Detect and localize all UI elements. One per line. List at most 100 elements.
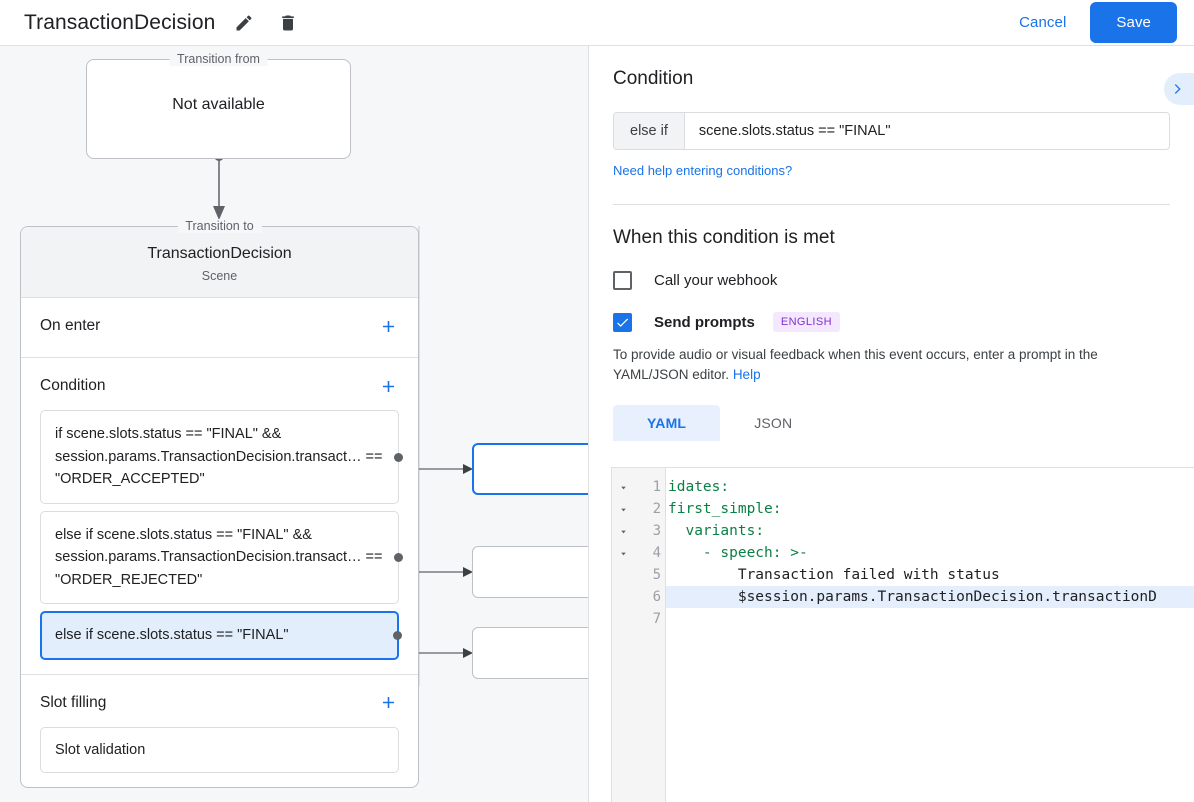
condition-text-2: else if scene.slots.status == "FINAL" &&… bbox=[55, 526, 383, 588]
gutter-row: 2 bbox=[612, 498, 665, 520]
condition-list-item-1[interactable]: if scene.slots.status == "FINAL" && sess… bbox=[40, 410, 403, 504]
yaml-value-token: Transaction failed with status bbox=[737, 567, 1000, 583]
section-header-on-enter: On enter bbox=[21, 298, 418, 343]
condition-text-1: if scene.slots.status == "FINAL" && sess… bbox=[55, 426, 383, 487]
section-title-on-enter: On enter bbox=[40, 317, 101, 334]
code-line[interactable]: Transaction failed with status bbox=[666, 564, 1194, 586]
pencil-icon[interactable] bbox=[229, 8, 259, 38]
scene-card: Transition to TransactionDecision Scene … bbox=[20, 219, 419, 788]
condition-connector-dot-1 bbox=[394, 452, 403, 462]
condition-text-3: else if scene.slots.status == "FINAL" bbox=[55, 627, 289, 643]
scene-header: Transition to TransactionDecision Scene bbox=[21, 219, 418, 298]
tab-json[interactable]: JSON bbox=[754, 415, 793, 431]
yaml-punct-token: : bbox=[720, 479, 730, 495]
fold-triangle-icon[interactable] bbox=[612, 504, 634, 515]
condition-list-item-3[interactable]: else if scene.slots.status == "FINAL" bbox=[40, 611, 402, 660]
fold-triangle-icon[interactable] bbox=[612, 526, 634, 537]
code-line[interactable]: variants: bbox=[666, 520, 1194, 542]
top-bar: TransactionDecision Cancel Save bbox=[0, 0, 1194, 46]
plus-icon-slot-filling[interactable] bbox=[377, 692, 399, 714]
condition-input-row[interactable]: else if scene.slots.status == "FINAL" bbox=[613, 112, 1170, 150]
yaml-punct-token: : >- bbox=[772, 545, 808, 561]
transition-from-legend: Transition from bbox=[169, 52, 268, 66]
fold-triangle-icon[interactable] bbox=[612, 482, 634, 493]
language-badge: ENGLISH bbox=[772, 312, 840, 332]
chevron-right-icon[interactable] bbox=[1164, 73, 1194, 105]
line-number: 4 bbox=[652, 545, 661, 561]
gutter-row: 1 bbox=[612, 476, 665, 498]
line-number: 6 bbox=[652, 589, 661, 605]
send-prompts-row: Send prompts ENGLISH bbox=[613, 312, 1170, 332]
plus-icon-condition[interactable] bbox=[377, 375, 399, 397]
gutter-row: 5 bbox=[612, 564, 665, 586]
scene-subtitle: Scene bbox=[201, 269, 238, 283]
condition-connector-dot-3 bbox=[393, 631, 402, 641]
section-title-condition: Condition bbox=[40, 377, 106, 394]
yaml-key-token: variants bbox=[685, 523, 756, 539]
webhook-row: Call your webhook bbox=[613, 271, 1170, 290]
section-header-slot-filling: Slot filling bbox=[21, 675, 418, 720]
plus-icon-on-enter[interactable] bbox=[377, 315, 399, 337]
page-title: TransactionDecision bbox=[24, 11, 216, 34]
prompts-help-link[interactable]: Help bbox=[732, 367, 761, 382]
send-prompts-checkbox[interactable] bbox=[613, 312, 632, 332]
tab-yaml[interactable]: YAML bbox=[613, 405, 721, 441]
section-title-slot-filling: Slot filling bbox=[40, 693, 107, 711]
condition-expression-input[interactable]: scene.slots.status == "FINAL" bbox=[698, 123, 891, 139]
prompts-description-text: To provide audio or visual feedback when… bbox=[613, 347, 1098, 382]
section-condition: Condition if scene.slots.status == "FINA… bbox=[21, 358, 418, 675]
line-number: 5 bbox=[652, 567, 661, 583]
transition-target-box-1[interactable] bbox=[472, 443, 588, 495]
transition-target-box-2[interactable] bbox=[472, 546, 588, 598]
condition-panel-title: Condition bbox=[613, 68, 694, 89]
editor-code-area[interactable]: idates:first_simple: variants: - speech:… bbox=[666, 468, 1194, 802]
code-line[interactable]: - speech: >- bbox=[666, 542, 1194, 564]
when-condition-met-heading: When this condition is met bbox=[613, 227, 835, 248]
editor-format-tabs: YAML JSON bbox=[613, 405, 1170, 441]
editor-gutter: 1 2 3 4 5 6 7 bbox=[612, 468, 666, 802]
gutter-row: 6 bbox=[612, 586, 665, 608]
when-condition-met-section: When this condition is met Call your web… bbox=[589, 205, 1194, 441]
code-line[interactable] bbox=[666, 608, 1194, 630]
yaml-key-token: first_simple bbox=[668, 501, 773, 517]
scene-graph-canvas[interactable]: Transition from Not available Transition… bbox=[0, 46, 588, 802]
transition-from-box: Transition from Not available bbox=[86, 52, 351, 159]
condition-list-item-2[interactable]: else if scene.slots.status == "FINAL" &&… bbox=[40, 510, 403, 604]
save-button[interactable]: Save bbox=[1090, 2, 1177, 43]
condition-connector-dot-2 bbox=[394, 553, 403, 563]
gutter-row: 4 bbox=[612, 542, 665, 564]
fold-triangle-icon[interactable] bbox=[612, 548, 634, 559]
yaml-value-token: $session.params.TransactionDecision.tran… bbox=[737, 589, 1157, 605]
scene-name: TransactionDecision bbox=[147, 245, 292, 262]
line-number: 1 bbox=[652, 479, 661, 495]
line-number: 2 bbox=[652, 501, 661, 517]
prompts-description: To provide audio or visual feedback when… bbox=[613, 345, 1169, 385]
condition-section: Condition else if scene.slots.status == … bbox=[589, 46, 1194, 205]
line-number: 3 bbox=[652, 523, 661, 539]
gutter-row: 3 bbox=[612, 520, 665, 542]
cancel-button[interactable]: Cancel bbox=[1005, 6, 1080, 39]
line-number: 7 bbox=[652, 611, 661, 627]
transition-from-value: Not available bbox=[172, 96, 265, 113]
code-line[interactable]: idates: bbox=[666, 476, 1194, 498]
send-prompts-label: Send prompts bbox=[654, 313, 755, 331]
transition-target-box-3[interactable] bbox=[472, 627, 588, 679]
gutter-row: 7 bbox=[612, 608, 665, 630]
section-on-enter: On enter bbox=[21, 298, 418, 358]
code-line[interactable]: $session.params.TransactionDecision.tran… bbox=[666, 586, 1194, 608]
code-line[interactable]: first_simple: bbox=[666, 498, 1194, 520]
call-webhook-label: Call your webhook bbox=[654, 272, 778, 289]
call-webhook-checkbox[interactable] bbox=[613, 271, 632, 290]
yaml-key-token: - speech bbox=[702, 545, 773, 561]
transition-to-legend: Transition to bbox=[177, 219, 262, 233]
yaml-punct-token: : bbox=[755, 523, 765, 539]
yaml-key-token: idates bbox=[668, 479, 721, 495]
trash-icon[interactable] bbox=[273, 8, 303, 38]
slot-validation-item[interactable]: Slot validation bbox=[40, 726, 399, 773]
yaml-punct-token: : bbox=[772, 501, 782, 517]
condition-help-link[interactable]: Need help entering conditions? bbox=[613, 163, 793, 178]
section-header-condition: Condition bbox=[21, 358, 418, 403]
section-slot-filling: Slot filling Slot validation bbox=[21, 675, 418, 787]
